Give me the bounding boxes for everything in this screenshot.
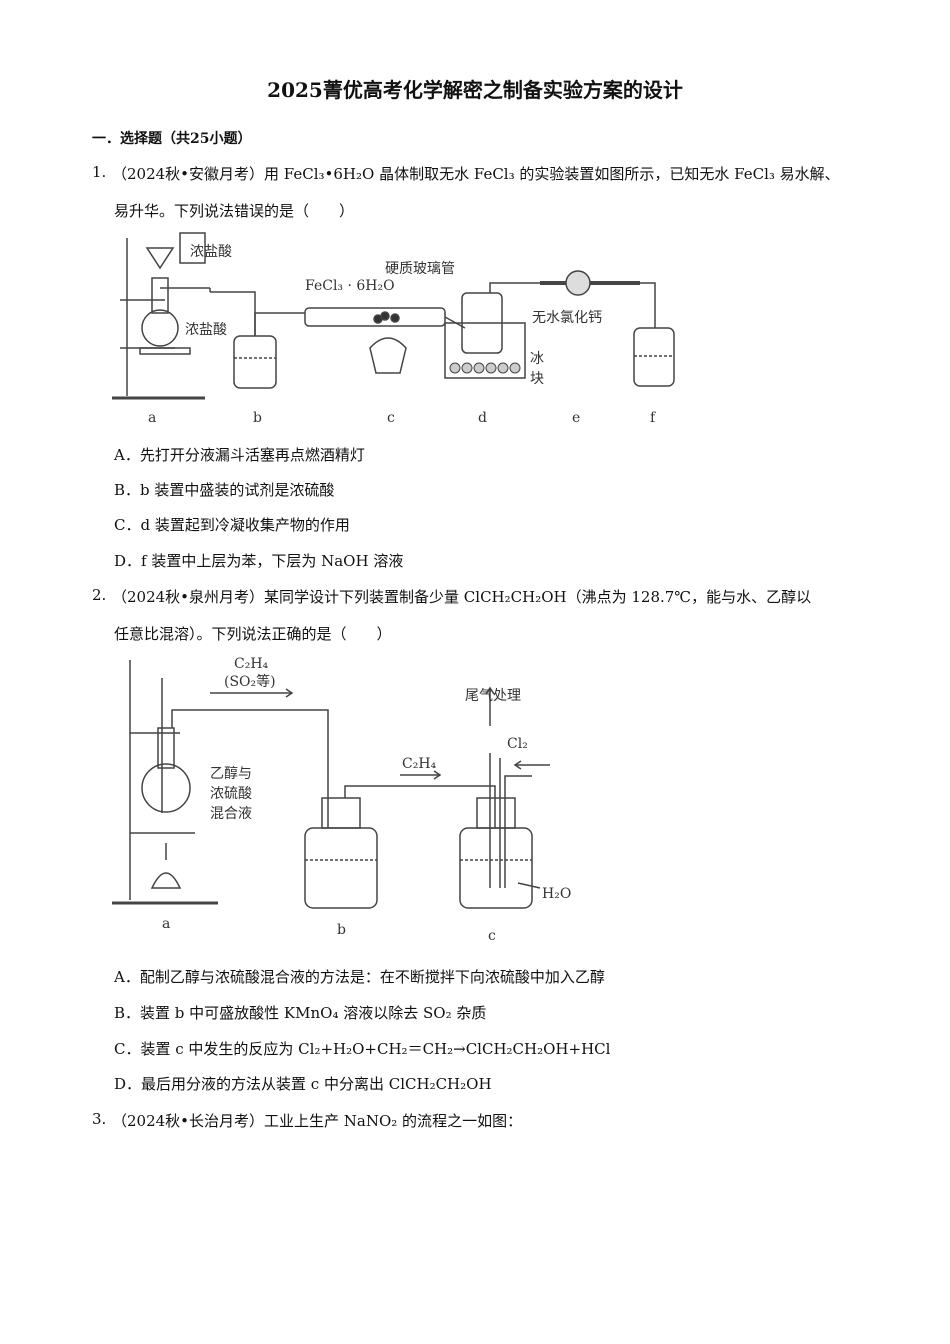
letter-f: f — [650, 410, 657, 426]
apparatus-c — [459, 753, 533, 909]
label-c2h4: C₂H₄ — [402, 756, 437, 772]
q2-option-d: D．最后用分液的方法从装置 c 中分离出 ClCH₂CH₂OH — [114, 1075, 492, 1093]
question-2-figure: C₂H₄ (SO₂等) 乙醇与 浓硫酸 混合液 尾气处理 C₂H₄ Cl₂ H₂… — [112, 656, 571, 944]
q1-option-b: B．b 装置中盛装的试剂是浓硫酸 — [114, 481, 335, 499]
q1-option-d: D．f 装置中上层为苯，下层为 NaOH 溶液 — [114, 552, 404, 570]
label-ice-2: 块 — [530, 371, 544, 387]
label-cacl2: 无水氯化钙 — [532, 310, 602, 326]
label-so2: (SO₂等) — [224, 673, 276, 690]
question-1-stem: （2024秋•安徽月考）用 FeCl₃•6H₂O 晶体制取无水 FeCl₃ 的实… — [112, 165, 840, 183]
question-2-stem: （2024秋•泉州月考）某同学设计下列装置制备少量 ClCH₂CH₂OH（沸点为… — [112, 588, 812, 606]
apparatus-b — [304, 797, 378, 909]
q2-option-a: A．配制乙醇与浓硫酸混合液的方法是：在不断搅拌下向浓硫酸中加入乙醇 — [114, 968, 605, 986]
q2-option-c: C．装置 c 中发生的反应为 Cl₂+H₂O+CH₂＝CH₂→ClCH₂CH₂O… — [114, 1040, 611, 1058]
letter-a: a — [148, 410, 156, 426]
question-3-number: 3. — [92, 1110, 107, 1128]
apparatus-a — [112, 232, 211, 400]
letter-c: c — [387, 410, 395, 426]
page-title: 2025菁优高考化学解密之制备实验方案的设计 — [267, 78, 683, 102]
letter-b: b — [253, 410, 262, 426]
apparatus-b — [233, 335, 277, 389]
letter-e: e — [572, 410, 580, 426]
label-ice-1: 冰 — [530, 351, 544, 367]
label-cl2: Cl₂ — [507, 736, 528, 752]
label-funnel-acid: 浓盐酸 — [190, 244, 232, 260]
apparatus-c — [304, 307, 446, 374]
question-1-number: 1. — [92, 163, 107, 181]
label-mixture-3: 混合液 — [210, 806, 252, 822]
label-crystal: FeCl₃ · 6H₂O — [305, 278, 395, 294]
label-glass-tube: 硬质玻璃管 — [385, 260, 455, 277]
section-heading: 一．选择题（共25小题） — [92, 131, 252, 147]
apparatus-a — [112, 660, 218, 905]
question-2-number: 2. — [92, 586, 107, 604]
letter-a: a — [162, 916, 170, 932]
label-mixture-1: 乙醇与 — [210, 765, 252, 782]
label-flask-acid: 浓盐酸 — [185, 322, 227, 338]
question-3-stem: （2024秋•长治月考）工业上生产 NaNO₂ 的流程之一如图： — [112, 1112, 523, 1130]
question-1-figure: 浓盐酸 浓盐酸 FeCl₃ · 6H₂O 硬质玻璃管 无水氯化钙 冰 块 a b… — [112, 232, 675, 426]
q1-option-c: C．d 装置起到冷凝收集产物的作用 — [114, 516, 350, 534]
label-exhaust: 尾气处理 — [465, 688, 521, 704]
apparatus-d — [444, 292, 526, 379]
apparatus-e — [540, 270, 640, 296]
label-h2o: H₂O — [542, 886, 571, 902]
letter-c: c — [488, 928, 496, 944]
q2-option-b: B．装置 b 中可盛放酸性 KMnO₄ 溶液以除去 SO₂ 杂质 — [114, 1004, 487, 1022]
label-c2h4-top: C₂H₄ — [234, 656, 269, 672]
question-2-stem-cont: 任意比混溶）。下列说法正确的是（ ） — [114, 625, 392, 643]
question-1-stem-cont: 易升华。下列说法错误的是（ ） — [114, 202, 355, 220]
q1-option-a: A．先打开分液漏斗活塞再点燃酒精灯 — [114, 446, 365, 464]
letter-d: d — [478, 410, 487, 426]
apparatus-f — [633, 327, 675, 387]
letter-b: b — [337, 922, 346, 938]
label-mixture-2: 浓硫酸 — [210, 786, 252, 802]
